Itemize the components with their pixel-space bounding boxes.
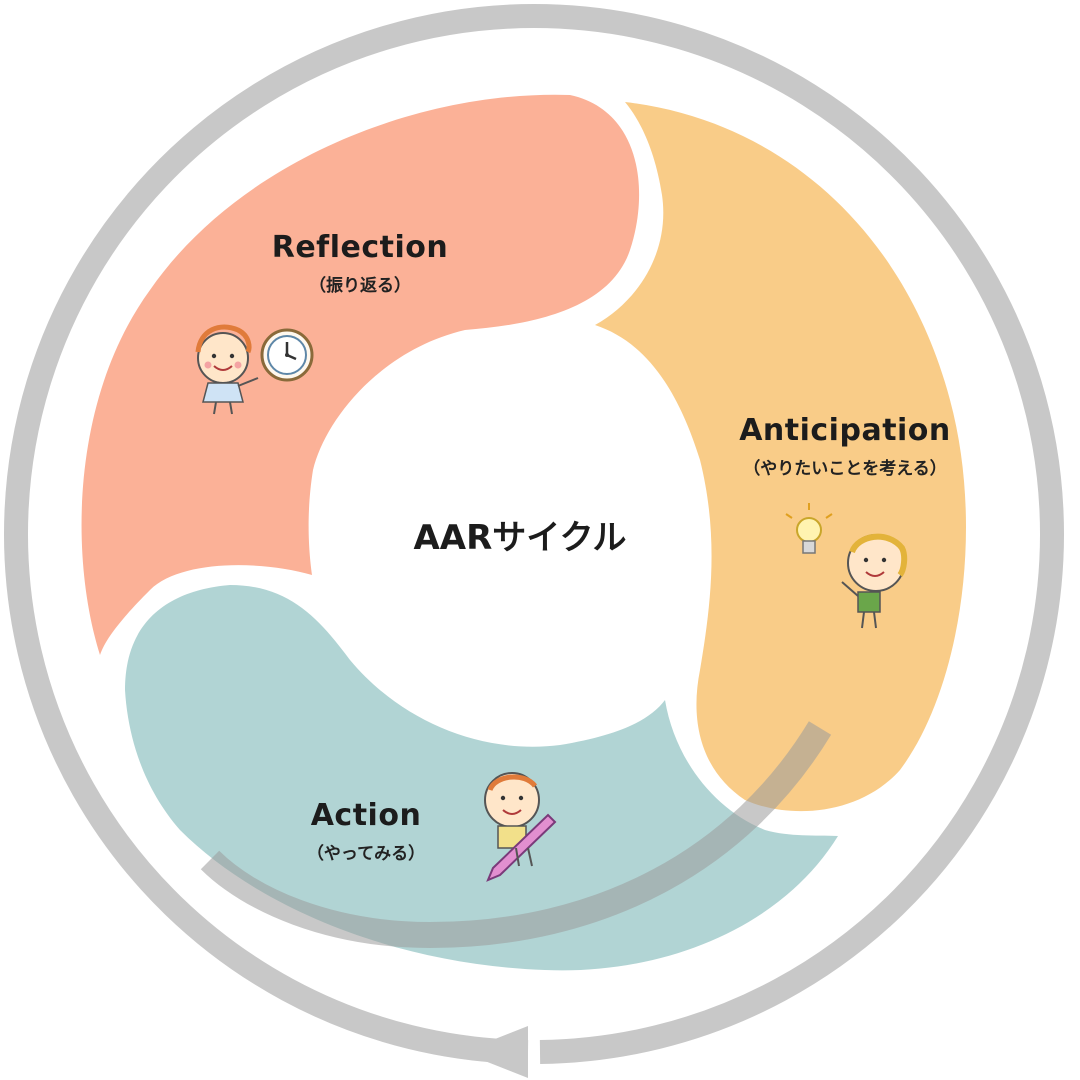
action-subtitle: （やってみる）	[306, 844, 426, 864]
inner-cycle-arrow	[200, 721, 832, 949]
girl-with-clock-icon	[195, 324, 314, 415]
action-title: Action	[310, 798, 422, 833]
action-label: Action （やってみる）	[236, 798, 496, 864]
reflection-title: Reflection	[271, 230, 449, 265]
anticipation-segment	[595, 102, 966, 812]
boy-with-lightbulb-icon	[785, 503, 908, 629]
anticipation-label: Anticipation （やりたいことを考える）	[715, 413, 975, 479]
reflection-label: Reflection （振り返る）	[230, 230, 490, 296]
anticipation-title: Anticipation	[739, 413, 951, 448]
boy-with-pencil-icon	[484, 772, 557, 882]
outer-arrow-head	[462, 1026, 528, 1078]
center-title: AARサイクル	[413, 518, 627, 558]
anticipation-subtitle: （やりたいことを考える）	[743, 459, 947, 479]
reflection-subtitle: （振り返る）	[309, 276, 411, 296]
reflection-segment	[81, 94, 640, 655]
outer-cycle-arrow	[4, 4, 1064, 1064]
